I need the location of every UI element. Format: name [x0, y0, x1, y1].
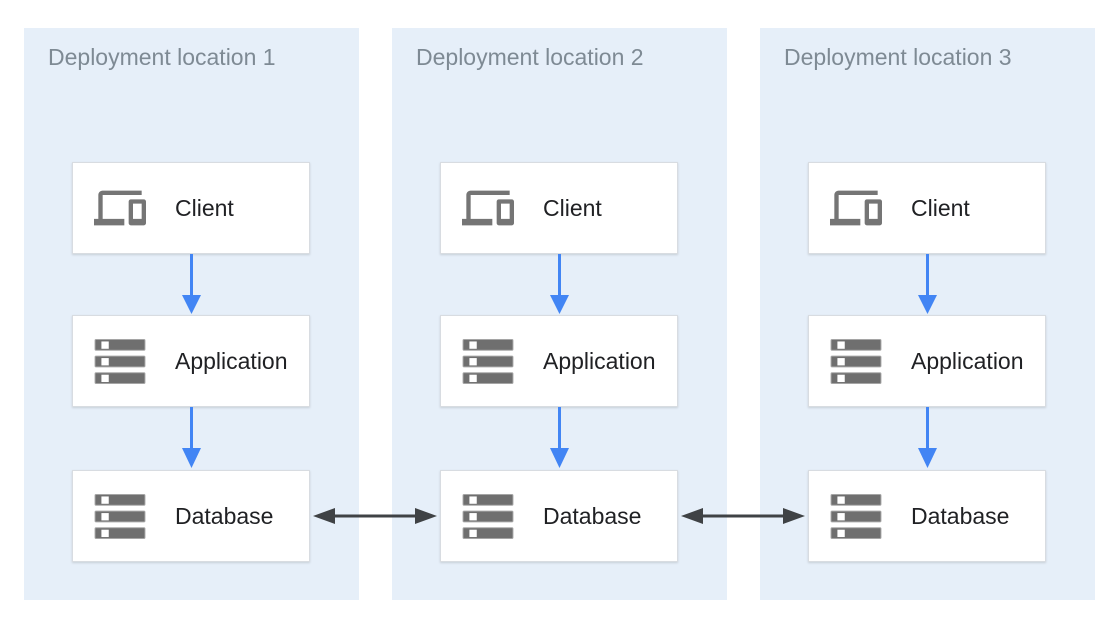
panel-title: Deployment location 3 [784, 44, 1012, 70]
node-database: Database [440, 470, 678, 562]
node-database: Database [72, 470, 310, 562]
devices-icon [94, 188, 146, 228]
node-label: Database [543, 502, 642, 529]
server-icon [94, 493, 146, 539]
server-icon [462, 493, 514, 539]
server-icon [830, 493, 882, 539]
node-database: Database [808, 470, 1046, 562]
node-application: Application [808, 315, 1046, 407]
node-application: Application [440, 315, 678, 407]
server-icon [462, 338, 514, 384]
node-label: Application [175, 347, 288, 374]
node-label: Database [175, 502, 274, 529]
node-label: Client [543, 194, 602, 221]
node-client: Client [440, 162, 678, 254]
devices-icon [462, 188, 514, 228]
node-label: Client [911, 194, 970, 221]
server-icon [830, 338, 882, 384]
panel-title: Deployment location 2 [416, 44, 644, 70]
node-label: Application [543, 347, 656, 374]
server-icon [94, 338, 146, 384]
node-label: Application [911, 347, 1024, 374]
devices-icon [830, 188, 882, 228]
node-label: Client [175, 194, 234, 221]
panel-deployment-location-2: Deployment location 2 Client [392, 28, 727, 600]
panel-deployment-location-3: Deployment location 3 Client [760, 28, 1095, 600]
node-application: Application [72, 315, 310, 407]
node-client: Client [72, 162, 310, 254]
panel-title: Deployment location 1 [48, 44, 276, 70]
node-label: Database [911, 502, 1010, 529]
panel-deployment-location-1: Deployment location 1 Client [24, 28, 359, 600]
node-client: Client [808, 162, 1046, 254]
